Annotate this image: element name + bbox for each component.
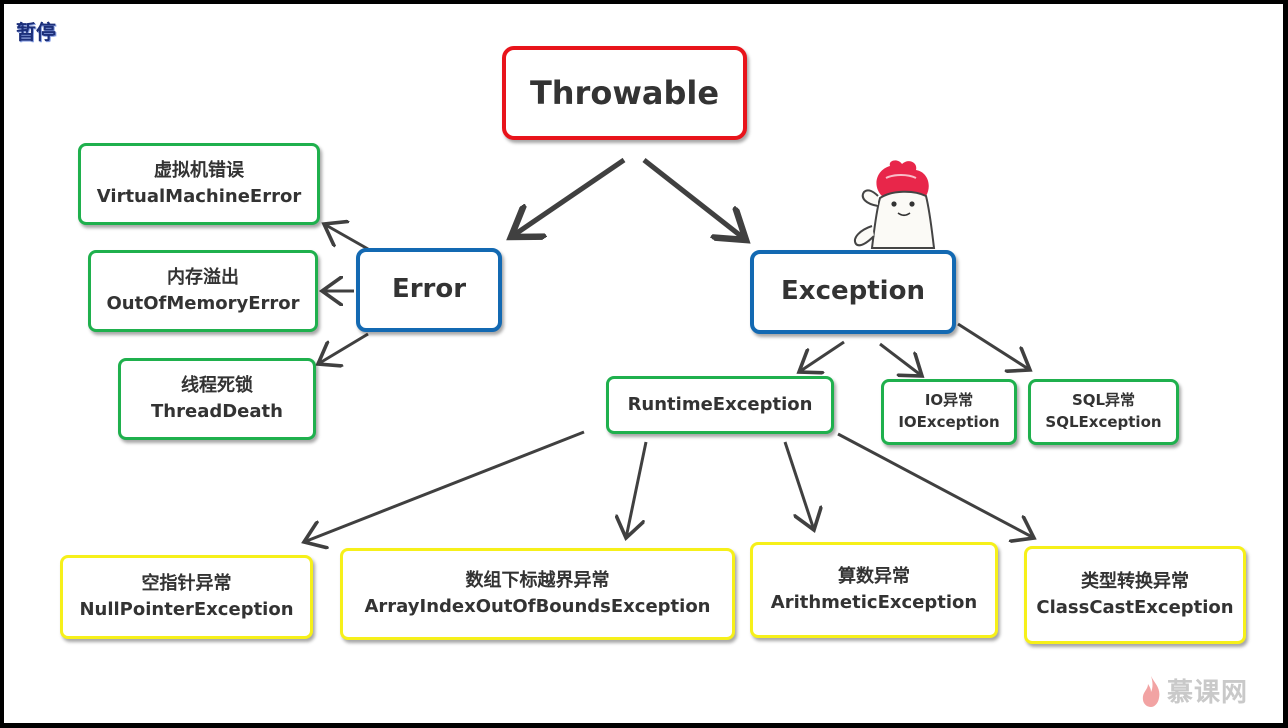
arrow-throwable-exception [642,158,746,240]
arrow-runtime-classcast [837,432,1034,538]
arrows-layer [4,157,1283,723]
vme-en: VirtualMachineError [96,186,302,207]
paused-label: 暂停 [16,20,56,44]
threaddeath-node: 线程死锁 ThreadDeath [118,358,316,440]
error-node: Error [356,248,502,332]
sql-zh: SQL异常 [1071,391,1136,410]
arith-node: 算数异常 ArithmeticException [750,542,998,638]
arrow-runtime-npe [304,430,585,542]
sql-en: SQLException [1045,413,1162,431]
npe-zh: 空指针异常 [141,572,232,594]
aioobe-node: 数组下标越界异常 ArrayIndexOutOfBoundsException [340,548,735,640]
vme-node: 虚拟机错误 VirtualMachineError [78,143,320,225]
classcast-en: ClassCastException [1036,597,1234,618]
npe-node: 空指针异常 NullPointerException [60,555,313,639]
oom-node: 内存溢出 OutOfMemoryError [88,250,318,332]
threaddeath-zh: 线程死锁 [181,374,253,396]
aioobe-zh: 数组下标越界异常 [465,569,610,591]
arrow-exception-sql [957,322,1030,370]
arrow-exception-runtime [799,340,845,372]
aioobe-en: ArrayIndexOutOfBoundsException [364,596,711,617]
arrow-error-threaddeath [318,332,369,364]
exception-node: Exception [750,250,956,334]
vme-zh: 虚拟机错误 [154,159,244,181]
arith-zh: 算数异常 [838,565,910,587]
io-en: IOException [898,413,1000,431]
classcast-zh: 类型转换异常 [1081,570,1189,592]
classcast-node: 类型转换异常 ClassCastException [1024,546,1246,644]
npe-en: NullPointerException [79,599,294,620]
watermark: 慕课网 [1139,672,1248,709]
io-node: IO异常 IOException [881,379,1017,445]
arrow-runtime-aioobe [626,441,648,538]
arrow-throwable-error [511,157,626,237]
watermark-text: 慕课网 [1167,678,1249,708]
threaddeath-en: ThreadDeath [151,401,283,422]
error-label: Error [391,274,467,305]
mascot-illustration [854,160,936,249]
exception-label: Exception [781,276,925,307]
slide: Throwable Error Exception 虚拟机错误 VirtualM… [4,4,1283,723]
oom-zh: 内存溢出 [167,266,239,288]
io-zh: IO异常 [924,391,974,410]
sql-node: SQL异常 SQLException [1028,379,1179,445]
arrow-runtime-arith [783,441,814,530]
arrow-exception-io [879,342,922,376]
throwable-node: Throwable [502,46,747,140]
runtime-label: RuntimeException [627,393,813,415]
oom-en: OutOfMemoryError [106,293,300,314]
runtime-node: RuntimeException [606,376,834,434]
flame-icon [1142,675,1160,707]
throwable-label: Throwable [529,73,720,112]
arith-en: ArithmeticException [770,592,978,613]
arrow-error-vme [324,224,369,251]
